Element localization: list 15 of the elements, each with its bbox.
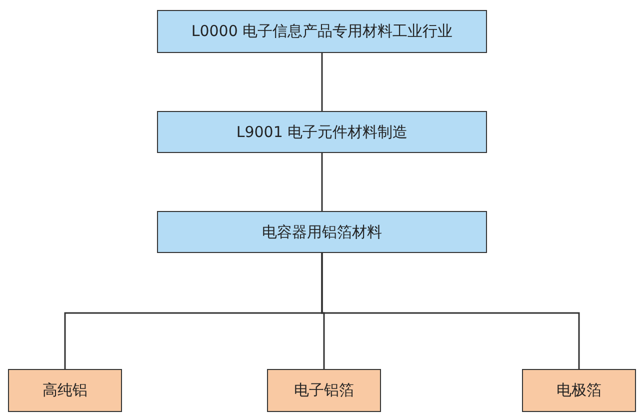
connector-line bbox=[321, 153, 323, 211]
category-label: L0000 电子信息产品专用材料工业行业 bbox=[191, 22, 453, 41]
category-label: 电极箔 bbox=[556, 381, 602, 400]
category-box bbox=[157, 211, 487, 253]
connector-line bbox=[321, 53, 323, 111]
category-box bbox=[157, 10, 487, 53]
category-label: 电子铝箔 bbox=[294, 381, 354, 400]
category-box bbox=[8, 369, 122, 412]
category-label: 电容器用铝箔材料 bbox=[262, 222, 382, 242]
category-box bbox=[522, 369, 636, 412]
category-label: 高纯铝 bbox=[42, 381, 88, 400]
category-label: L9001 电子元件材料制造 bbox=[236, 122, 408, 142]
category-box bbox=[157, 111, 487, 153]
connector-line bbox=[321, 253, 580, 369]
category-box bbox=[267, 369, 381, 412]
